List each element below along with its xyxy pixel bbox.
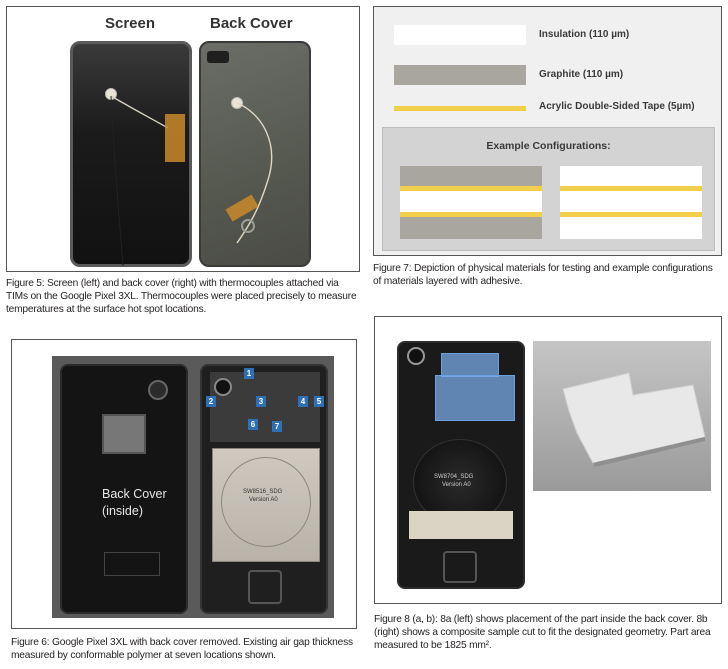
part-placement-bottom — [435, 375, 515, 421]
chip-text-1: SW8516_SDG — [243, 489, 283, 495]
camera-module — [207, 51, 229, 63]
insulation-label: Insulation (110 µm) — [539, 29, 630, 40]
chip-text-2: Version A0 — [442, 482, 471, 488]
part-placement-top — [441, 353, 499, 377]
graphite-label: Graphite (110 µm) — [539, 69, 624, 80]
location-marker-1: 1 — [244, 368, 254, 379]
insulation-layer — [400, 191, 542, 212]
chip-text-2: Version A0 — [249, 497, 278, 503]
example-stack-left — [400, 166, 542, 242]
label-strip — [409, 511, 513, 539]
back-cover-photo — [199, 41, 311, 267]
tape-layer — [400, 186, 542, 191]
tape-swatch — [394, 106, 526, 111]
chip-text-1: SW8704_SDG — [434, 474, 474, 480]
example-configurations-box: Example Configurations: — [382, 127, 715, 251]
figure-8-image: SW8704_SDG Version A0 — [374, 316, 722, 604]
figure-5-caption: Figure 5: Screen (left) and back cover (… — [6, 278, 357, 315]
thermocouple-wire — [236, 102, 273, 244]
figure-5-image: Screen Back Cover — [6, 6, 360, 272]
thermocouple-wire — [110, 95, 169, 266]
location-marker-2: 2 — [206, 396, 216, 407]
figure-8-caption: Figure 8 (a, b): 8a (left) shows placeme… — [374, 614, 711, 651]
example-stack-right — [560, 166, 702, 242]
wireless-coil — [221, 457, 311, 547]
phone-board: SW8516_SDG Version A0 1 2 3 4 5 6 7 — [200, 364, 328, 614]
wireless-coil: SW8704_SDG Version A0 — [413, 439, 507, 525]
figure-6-image: Back Cover (inside) SW8516_SDG Version A… — [11, 339, 357, 629]
battery: SW8516_SDG Version A0 — [212, 448, 320, 562]
graphite-layer — [400, 166, 542, 186]
location-marker-7: 7 — [272, 421, 282, 432]
insulation-layer — [560, 217, 702, 239]
figure-6-caption: Figure 6: Google Pixel 3XL with back cov… — [11, 637, 353, 661]
g-logo — [241, 219, 255, 233]
tape-layer — [560, 186, 702, 191]
location-marker-6: 6 — [248, 419, 258, 430]
graphite-layer — [400, 217, 542, 239]
phone-teardown-photo: Back Cover (inside) SW8516_SDG Version A… — [52, 356, 334, 618]
composite-sample — [562, 372, 706, 467]
tape-layer — [400, 212, 542, 217]
insulation-layer — [560, 191, 702, 212]
figure-7-caption: Figure 7: Depiction of physical material… — [373, 263, 713, 287]
example-configurations-title: Example Configurations: — [486, 140, 611, 152]
fingerprint-sensor — [443, 551, 477, 583]
tape-label: Acrylic Double-Sided Tape (5µm) — [539, 101, 695, 112]
composite-sample-photo — [533, 341, 711, 491]
screen-label: Screen — [105, 15, 156, 32]
phone-board-8a: SW8704_SDG Version A0 — [397, 341, 525, 589]
back-cover-inside: Back Cover (inside) — [60, 364, 188, 614]
location-marker-5: 5 — [314, 396, 324, 407]
back-cover-text: Back Cover (inside) — [102, 487, 167, 518]
graphite-swatch — [394, 65, 526, 85]
wireless-coil-label — [102, 414, 146, 454]
insulation-layer — [560, 166, 702, 186]
tape-layer — [560, 212, 702, 217]
phone-screen-photo — [70, 41, 192, 267]
tim-tape — [165, 114, 185, 162]
insulation-swatch — [394, 25, 526, 45]
camera-window — [148, 380, 168, 400]
fingerprint-sensor — [248, 570, 282, 604]
camera-lens — [407, 347, 425, 365]
camera-lens — [214, 378, 232, 396]
cover-outline — [104, 552, 160, 576]
back-cover-label: Back Cover — [210, 15, 293, 32]
figure-7-diagram: Insulation (110 µm) Graphite (110 µm) Ac… — [373, 6, 722, 256]
location-marker-3: 3 — [256, 396, 266, 407]
location-marker-4: 4 — [298, 396, 308, 407]
